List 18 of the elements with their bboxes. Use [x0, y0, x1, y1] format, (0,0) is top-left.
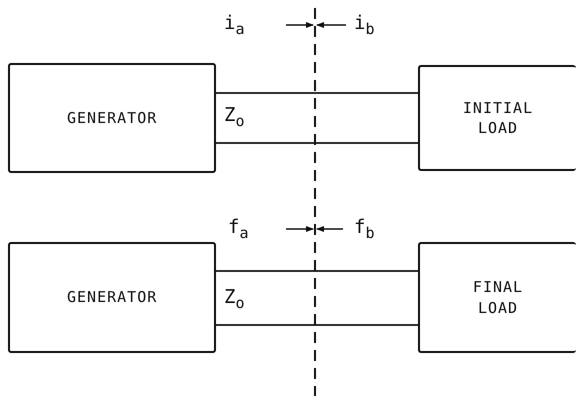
- impedance-label: Z$_{o}$: [224, 288, 244, 311]
- block-label: GENERATOR: [67, 287, 157, 308]
- transmission-line-conductor: [216, 92, 418, 94]
- block-box: [418, 65, 576, 171]
- current-label: i$_{a}$: [224, 14, 244, 37]
- current-label: i$_{b}$: [354, 14, 374, 37]
- block-label: INITIAL LOAD: [462, 98, 534, 138]
- current-label: f$_{b}$: [354, 218, 374, 241]
- block-box: [8, 63, 216, 173]
- transmission-line-conductor: [216, 270, 418, 272]
- block-label: FINAL LOAD: [472, 277, 524, 318]
- impedance-label: Z$_{o}$: [224, 106, 244, 129]
- block-box: [418, 242, 576, 353]
- current-label: f$_{a}$: [228, 218, 248, 241]
- transmission-line-conductor: [216, 324, 418, 326]
- block-label: GENERATOR: [67, 108, 157, 128]
- transmission-line-conductor: [216, 142, 418, 144]
- block-box: [8, 242, 216, 353]
